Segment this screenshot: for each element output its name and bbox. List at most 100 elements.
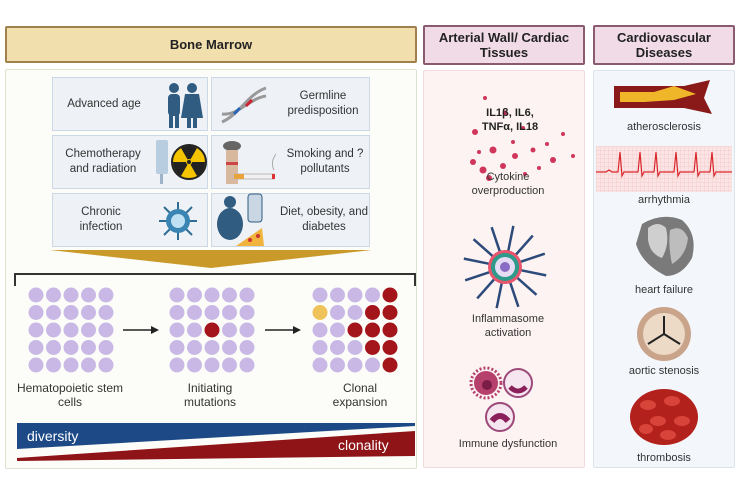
normal-cell (347, 305, 363, 320)
elderly-couple-icon (168, 83, 203, 128)
other-clone-cell (312, 305, 328, 320)
diversity-label: diversity (27, 428, 79, 444)
normal-cell (46, 357, 61, 373)
mutant-cell (382, 322, 398, 338)
mutant-cell (365, 322, 380, 338)
cytokine-dot (477, 150, 481, 154)
arrow-2 (265, 326, 301, 334)
normal-cell (204, 305, 220, 320)
risk-factor-label: Diet, obesity, and diabetes (279, 206, 368, 233)
normal-cell (187, 287, 202, 303)
cytokine-overproduction-label: Cytokine overproduction (471, 171, 545, 197)
normal-cell (204, 287, 220, 303)
immune-cells-icon (469, 366, 533, 432)
normal-cell (330, 305, 345, 320)
inflammasome-icon (463, 225, 547, 309)
normal-cell (222, 357, 237, 373)
normal-cell (187, 305, 202, 320)
iv-bag-icon (156, 140, 168, 184)
mutant-cell (382, 305, 398, 320)
inflammasome-filament (476, 278, 496, 300)
normal-cell (46, 322, 61, 338)
mutant-cell (382, 357, 398, 373)
normal-cell (187, 340, 202, 355)
arrow-1 (123, 326, 159, 334)
stage-label-clonal: Clonal expansion (332, 381, 388, 409)
inflammasome-filament (520, 268, 547, 277)
normal-cell (330, 287, 345, 303)
risk-factor-label: Germline predisposition (287, 90, 359, 117)
normal-cell (63, 305, 79, 320)
cytokine-dot (561, 132, 565, 136)
normal-cell (63, 322, 79, 338)
cytokine-list: IL1β, IL6, TNFα, IL18 (481, 107, 539, 133)
normal-cell (239, 287, 255, 303)
cytokine-dot (502, 110, 508, 116)
normal-cell (169, 287, 185, 303)
normal-cell (98, 287, 114, 303)
inflammasome-filament (508, 281, 520, 308)
cytokine-dot (489, 146, 497, 154)
normal-cell (28, 322, 44, 338)
normal-cell (330, 357, 345, 373)
normal-cell (312, 357, 328, 373)
cytokine-dot (486, 175, 492, 181)
normal-cell (81, 357, 96, 373)
cytokine-dot (571, 154, 575, 158)
normal-cell (169, 357, 185, 373)
risk-factor-germline: Germline predisposition (211, 77, 370, 131)
inflammasome-filament (472, 238, 494, 258)
normal-cell (312, 340, 328, 355)
risk-factor-label: Chronic infection (79, 206, 123, 233)
normal-cell (222, 340, 237, 355)
clonality-label: clonality (338, 437, 389, 453)
normal-cell (347, 357, 363, 373)
normal-cell (312, 322, 328, 338)
artery-plaque-icon (614, 80, 712, 114)
normal-cell (222, 305, 237, 320)
dna-icon (221, 86, 267, 124)
inflammasome-activation-label: Inflammasome activation (471, 313, 545, 339)
risk-factor-smoking: Smoking and ?pollutants (211, 135, 370, 189)
cytokine-dot (545, 142, 549, 146)
risk-factor-diet: Diet, obesity, and diabetes (211, 193, 370, 247)
normal-cell (312, 287, 328, 303)
inflammasome-filament (506, 225, 515, 252)
normal-cell (222, 287, 237, 303)
normal-cell (81, 287, 96, 303)
heart-failure-label: heart failure (634, 284, 694, 296)
normal-cell (187, 357, 202, 373)
mutant-cell (382, 340, 398, 355)
normal-cell (63, 340, 79, 355)
aortic-stenosis-label: aortic stenosis (628, 365, 700, 377)
normal-cell (28, 340, 44, 355)
cytokine-dot (470, 159, 476, 165)
cytokine-dot (512, 153, 518, 159)
arterial-wall-header: Arterial Wall/ Cardiac Tissues (423, 25, 585, 65)
cytokine-dot (479, 166, 487, 174)
cytokine-dot (521, 126, 525, 130)
obesity-glucometer-icon (217, 193, 264, 246)
risk-factor-infection: Chronic infection (52, 193, 208, 247)
cytokine-dot (550, 157, 556, 163)
normal-cell (46, 305, 61, 320)
normal-cell (28, 287, 44, 303)
bracket (14, 273, 416, 286)
normal-cell (365, 357, 380, 373)
arterial-wall-title: Arterial Wall/ Cardiac Tissues (438, 30, 570, 60)
normal-cell (63, 287, 79, 303)
normal-cell (204, 357, 220, 373)
normal-cell (239, 357, 255, 373)
normal-cell (239, 322, 255, 338)
virus-icon (159, 202, 197, 240)
inflammasome-filament (516, 276, 538, 296)
radiation-icon (171, 144, 207, 180)
bone-marrow-header: Bone Marrow (5, 26, 417, 63)
blood-clot-icon (630, 389, 698, 445)
normal-cell (330, 322, 345, 338)
atherosclerosis-label: atherosclerosis (627, 121, 701, 133)
cytokine-dot (472, 129, 478, 135)
normal-cell (204, 340, 220, 355)
normal-cell (239, 340, 255, 355)
